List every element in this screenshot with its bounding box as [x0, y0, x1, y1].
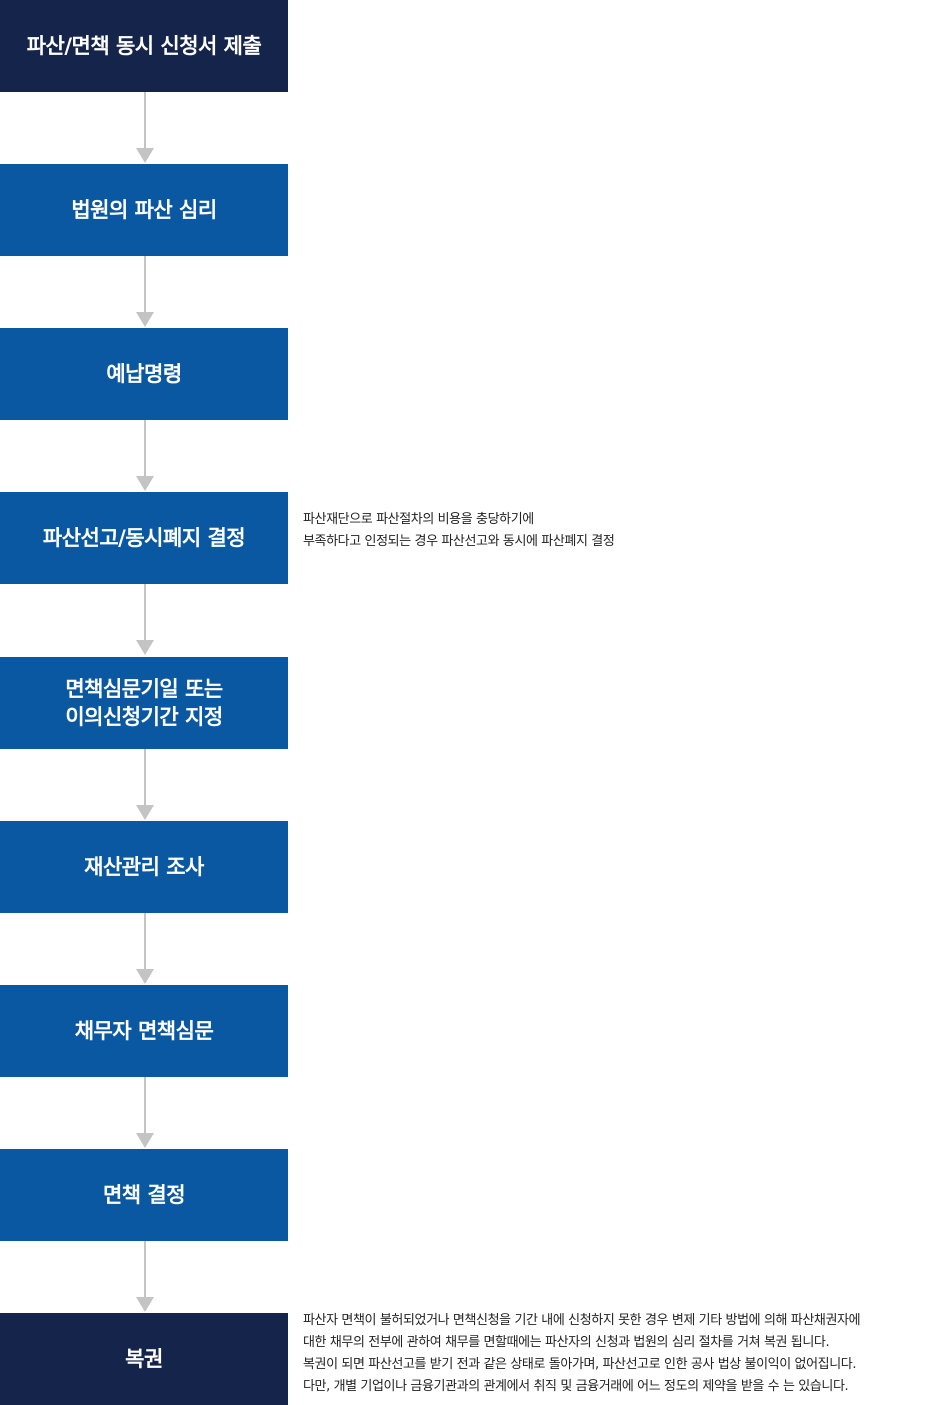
down-arrow-icon — [136, 92, 154, 164]
down-arrow-icon — [136, 420, 154, 492]
step-bankruptcy-declaration: 파산선고/동시폐지 결정 — [0, 492, 288, 584]
note-declaration: 파산재단으로 파산절차의 비용을 충당하기에 부족하다고 인정되는 경우 파산선… — [303, 509, 615, 553]
step-court-review: 법원의 파산 심리 — [0, 164, 288, 256]
note-reinstatement: 파산자 면책이 불허되었거나 면책신청을 기간 내에 신청하지 못한 경우 변제… — [303, 1310, 861, 1398]
step-hearing-date: 면책심문기일 또는 이의신청기간 지정 — [0, 657, 288, 749]
step-reinstatement: 복권 — [0, 1313, 288, 1405]
note-line: 파산재단으로 파산절차의 비용을 충당하기에 — [303, 512, 534, 527]
down-arrow-icon — [136, 749, 154, 821]
step-debtor-hearing: 채무자 면책심문 — [0, 985, 288, 1077]
down-arrow-icon — [136, 256, 154, 328]
step-discharge-decision: 면책 결정 — [0, 1149, 288, 1241]
note-line: 복권이 되면 파산선고를 받기 전과 같은 상태로 돌아가며, 파산선고로 인한… — [303, 1357, 857, 1372]
note-line: 대한 채무의 전부에 관하여 채무를 면할때에는 파산자의 신청과 법원의 심리… — [303, 1335, 830, 1350]
note-line: 부족하다고 인정되는 경우 파산선고와 동시에 파산폐지 결정 — [303, 534, 615, 549]
note-line: 다만, 개별 기업이나 금융기관과의 관계에서 취직 및 금융거래에 어느 정도… — [303, 1379, 849, 1394]
note-line: 파산자 면책이 불허되었거나 면책신청을 기간 내에 신청하지 못한 경우 변제… — [303, 1313, 861, 1328]
down-arrow-icon — [136, 1077, 154, 1149]
down-arrow-icon — [136, 584, 154, 656]
step-deposit-order: 예납명령 — [0, 328, 288, 420]
down-arrow-icon — [136, 1241, 154, 1313]
step-asset-investigation: 재산관리 조사 — [0, 821, 288, 913]
step-application: 파산/면책 동시 신청서 제출 — [0, 0, 288, 92]
down-arrow-icon — [136, 913, 154, 985]
